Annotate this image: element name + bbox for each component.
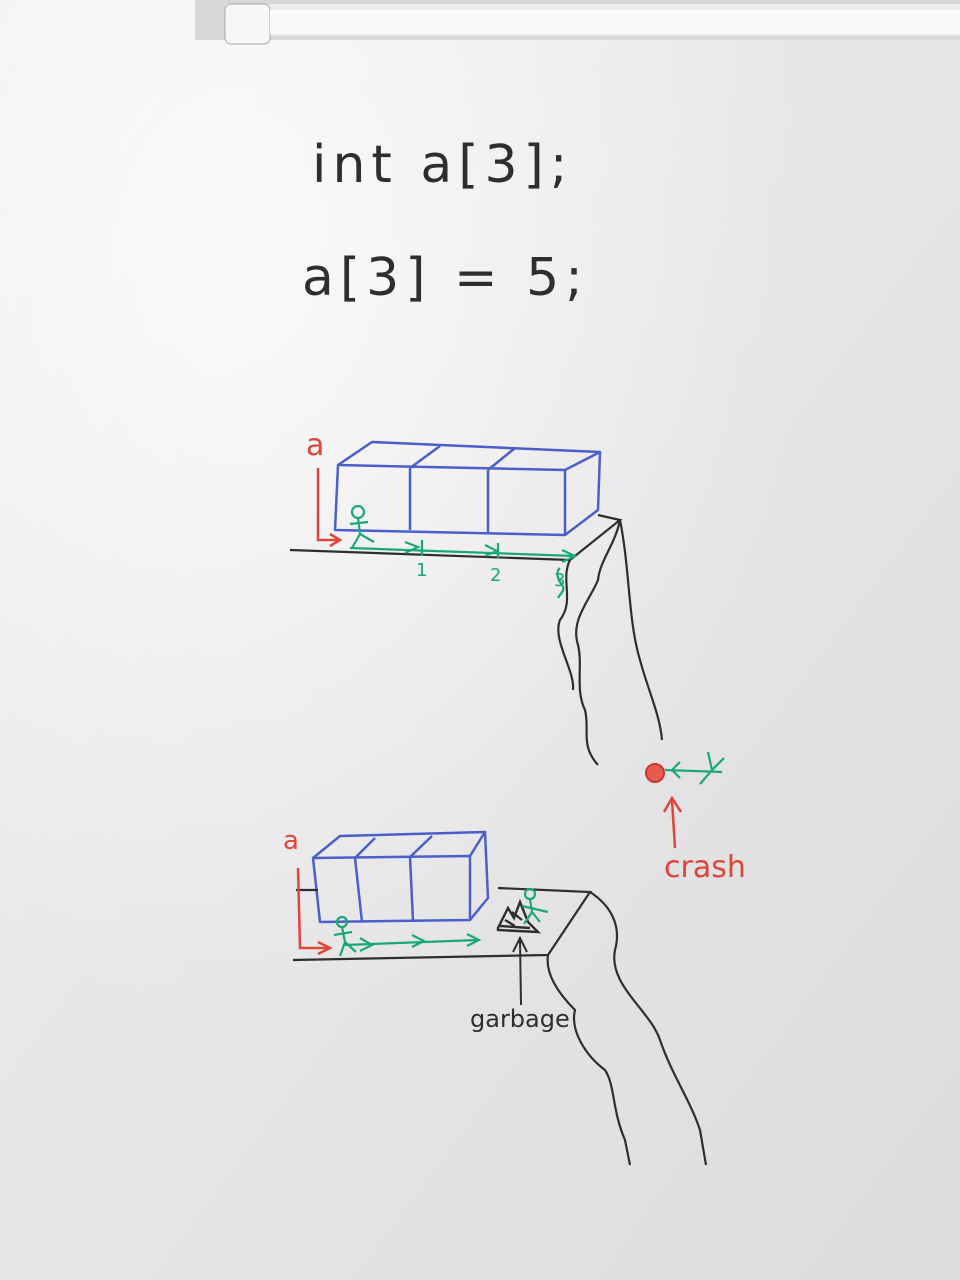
bottom-ledge [292,886,708,1166]
crash-splat [645,763,665,783]
top-pointer-arrow [316,468,343,548]
bottom-stick-figure [333,915,357,957]
top-index-arrow [349,540,578,563]
tick-label-1: 1 [416,560,428,581]
garbage-arrow [512,935,528,1006]
bottom-pointer-arrow [296,867,333,956]
falling-figure [556,567,725,785]
tick-label-2: 2 [490,565,502,586]
top-array-label: a [306,428,325,463]
crash-label: crash [664,850,746,885]
ceiling-light-fixture [195,0,960,45]
bottom-array-label: a [283,826,299,856]
top-stick-figure [349,504,375,549]
bottom-array-box [311,830,490,924]
code-line-declaration: int a[3]; [312,135,574,195]
top-ledge [289,513,664,766]
garbage-figure [521,887,549,925]
bottom-index-arrow [344,933,482,952]
tick-label-3: 3 [554,570,566,591]
garbage-pile [496,898,542,934]
garbage-label: garbage [470,1005,570,1033]
top-array-box [333,440,602,537]
code-line-assignment: a[3] = 5; [302,248,589,308]
crash-arrow [662,795,683,849]
